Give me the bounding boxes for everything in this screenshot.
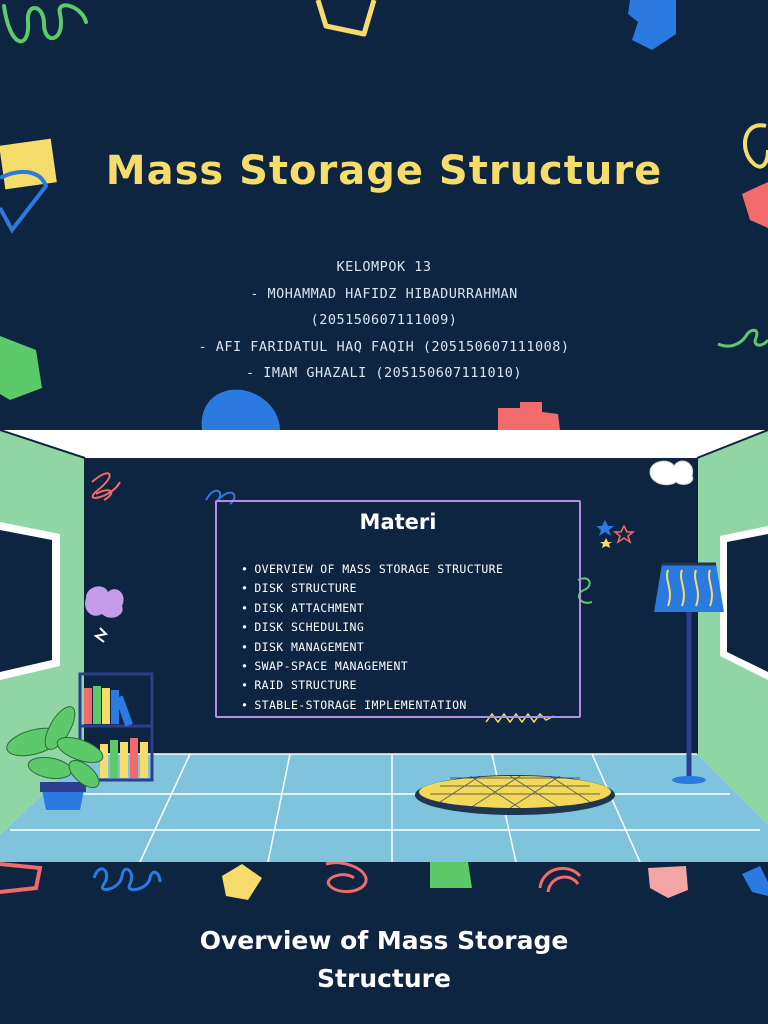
member-line: (205150607111009) <box>310 312 458 328</box>
overview-heading-line: Overview of Mass Storage <box>199 926 569 955</box>
group-label: KELOMPOK 13 <box>336 259 432 275</box>
decorative-shapes-row <box>0 862 768 900</box>
green-squiggle-icon <box>2 3 88 44</box>
yellow-loop-icon <box>742 123 768 228</box>
topic-list: OVERVIEW OF MASS STORAGE STRUCTURE DISK … <box>241 560 503 715</box>
materi-board: Materi OVERVIEW OF MASS STORAGE STRUCTUR… <box>215 500 581 718</box>
member-line: - AFI FARIDATUL HAQ FAQIH (2051506071110… <box>198 338 570 355</box>
list-item: DISK MANAGEMENT <box>241 638 503 657</box>
green-swirl-icon <box>717 328 768 348</box>
classroom-illustration <box>0 430 768 862</box>
list-item: STABLE-STORAGE IMPLEMENTATION <box>241 696 503 715</box>
list-item: DISK SCHEDULING <box>241 618 503 637</box>
red-cross-block-icon <box>498 402 560 430</box>
materi-slide: Materi OVERVIEW OF MASS STORAGE STRUCTUR… <box>0 430 768 862</box>
overview-heading: Overview of Mass Storage Structure <box>0 922 768 998</box>
green-blob-icon <box>0 336 42 400</box>
member-line: - IMAM GHAZALI (205150607111010) <box>245 365 523 381</box>
blue-block-icon <box>628 0 676 50</box>
yellow-square-outline-icon <box>315 0 377 37</box>
presentation-title: Mass Storage Structure <box>105 148 663 194</box>
overview-heading-line: Structure <box>317 964 451 993</box>
group-members: KELOMPOK 13 - MOHAMMAD HAFIDZ HIBADURRAH… <box>0 254 768 387</box>
title-slide: Mass Storage Structure KELOMPOK 13 - MOH… <box>0 0 768 430</box>
yellow-square-icon <box>0 138 57 234</box>
materi-heading: Materi <box>359 510 437 534</box>
overview-slide: Overview of Mass Storage Structure <box>0 862 768 1024</box>
list-item: DISK ATTACHMENT <box>241 599 503 618</box>
blue-half-circle-icon <box>201 389 280 430</box>
member-line: - MOHAMMAD HAFIDZ HIBADURRAHMAN <box>250 285 518 302</box>
list-item: OVERVIEW OF MASS STORAGE STRUCTURE <box>241 560 503 579</box>
list-item: RAID STRUCTURE <box>241 676 503 695</box>
list-item: SWAP-SPACE MANAGEMENT <box>241 657 503 676</box>
list-item: DISK STRUCTURE <box>241 579 503 598</box>
